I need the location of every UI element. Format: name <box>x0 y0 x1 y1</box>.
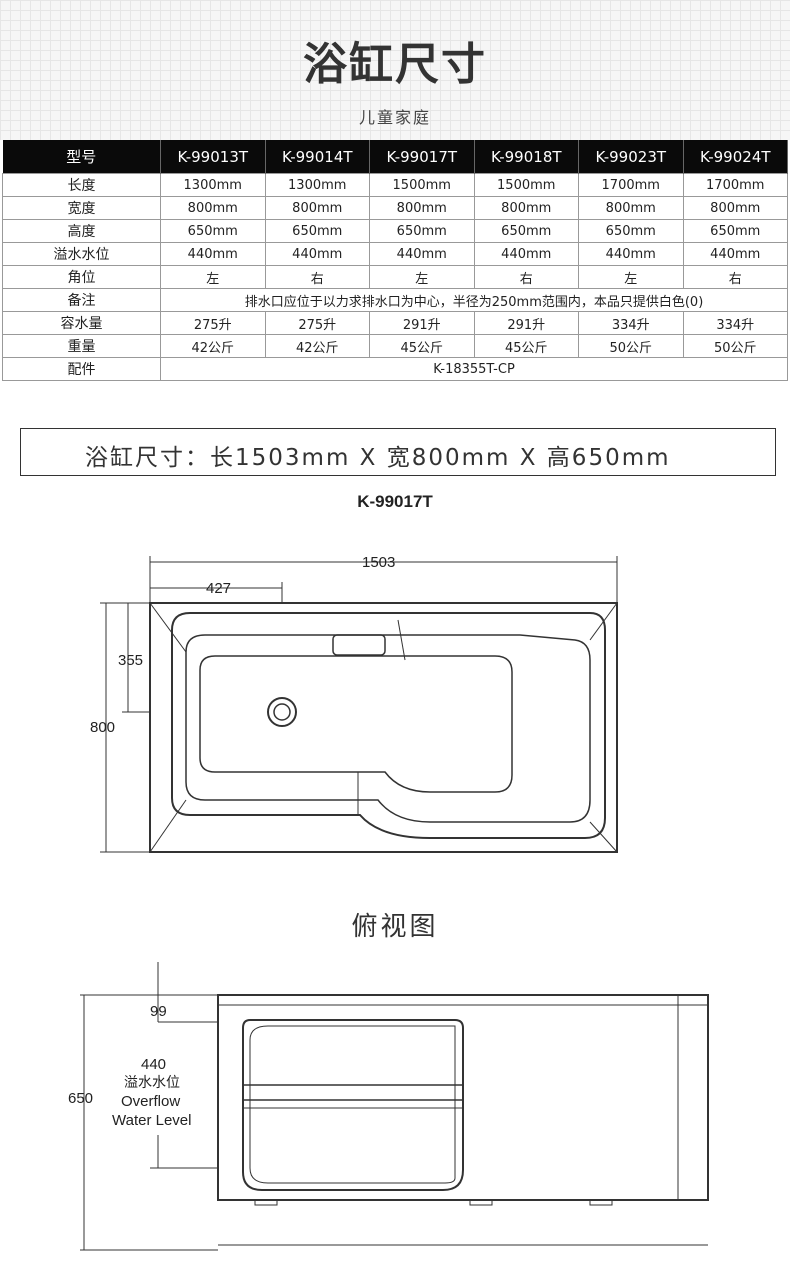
spec-row-label: 配件 <box>2 357 161 381</box>
overflow-cn-label: 溢水水位 <box>124 1075 180 1091</box>
spec-row-label: 长度 <box>2 173 161 197</box>
spec-cell: 1300mm <box>264 173 370 197</box>
spec-table-row: 角位左右左右左右 <box>2 265 788 289</box>
spec-cell: 650mm <box>264 219 370 243</box>
spec-header-model: K-99013T <box>160 140 266 174</box>
spec-cell: 50公斤 <box>682 334 788 358</box>
spec-cell: 650mm <box>160 219 266 243</box>
dim-overflow-label: 440 <box>141 1056 166 1073</box>
spec-merged-cell: K-18355T-CP <box>160 357 788 381</box>
spec-cell: 440mm <box>369 242 475 266</box>
spec-header-model: K-99018T <box>474 140 579 174</box>
spec-cell: 45公斤 <box>473 334 579 358</box>
page-subtitle: 儿童家庭 <box>358 108 431 127</box>
spec-cell: 440mm <box>473 242 579 266</box>
spec-cell: 右 <box>473 265 579 289</box>
overflow-en-label-1: Overflow <box>121 1093 180 1110</box>
side-view-drawing <box>80 962 709 1251</box>
dimension-banner-text: 浴缸尺寸：长1503mm X 宽800mm X 高650mm <box>85 445 671 471</box>
spec-cell: 1300mm <box>160 173 266 197</box>
spec-cell: 650mm <box>578 219 684 243</box>
spec-cell: 650mm <box>369 219 475 243</box>
page-title: 浴缸尺寸 <box>303 39 487 90</box>
spec-header-model: K-99017T <box>369 140 475 174</box>
dim-drain-from-top-label: 355 <box>118 652 143 669</box>
dimension-banner: 浴缸尺寸：长1503mm X 宽800mm X 高650mm <box>20 428 776 476</box>
spec-cell: 1700mm <box>682 173 788 197</box>
dim-rim-label: 99 <box>150 1003 167 1020</box>
spec-row-label: 溢水水位 <box>2 242 161 266</box>
overflow-en-label-2: Water Level <box>112 1112 191 1129</box>
spec-cell: 800mm <box>682 196 788 220</box>
spec-cell: 800mm <box>160 196 266 220</box>
spec-cell: 440mm <box>682 242 788 266</box>
spec-header-model: K-99023T <box>578 140 684 174</box>
spec-cell: 45公斤 <box>369 334 475 358</box>
spec-cell: 800mm <box>264 196 370 220</box>
spec-cell: 左 <box>578 265 684 289</box>
spec-cell: 800mm <box>473 196 579 220</box>
spec-merged-cell: 排水口应位于以力求排水口为中心，半径为250mm范围内，本品只提供白色(0) <box>160 288 788 312</box>
spec-row-label: 角位 <box>2 265 161 289</box>
spec-row-label: 重量 <box>2 334 161 358</box>
spec-header-model: K-99014T <box>265 140 370 174</box>
spec-cell: 1500mm <box>473 173 579 197</box>
spec-cell: 右 <box>264 265 370 289</box>
spec-header-model: K-99024T <box>683 140 788 174</box>
spec-cell: 800mm <box>578 196 684 220</box>
spec-header-label: 型号 <box>2 140 161 174</box>
dim-drain-offset-label: 427 <box>206 580 231 597</box>
spec-cell: 右 <box>682 265 788 289</box>
model-label: K-99017T <box>357 492 433 511</box>
spec-cell: 1500mm <box>369 173 475 197</box>
dim-length-label: 1503 <box>362 554 395 571</box>
spec-row-label: 容水量 <box>2 311 161 335</box>
spec-cell: 左 <box>369 265 475 289</box>
dim-height-label: 650 <box>68 1090 93 1107</box>
top-view-caption: 俯视图 <box>351 912 439 942</box>
spec-cell: 275升 <box>264 311 370 335</box>
top-view-drawing <box>100 556 618 853</box>
spec-table-row: 备注排水口应位于以力求排水口为中心，半径为250mm范围内，本品只提供白色(0) <box>2 288 788 312</box>
dim-width-label: 800 <box>90 719 115 736</box>
spec-cell: 800mm <box>369 196 475 220</box>
header-grid-background <box>0 0 790 140</box>
spec-cell: 左 <box>160 265 266 289</box>
